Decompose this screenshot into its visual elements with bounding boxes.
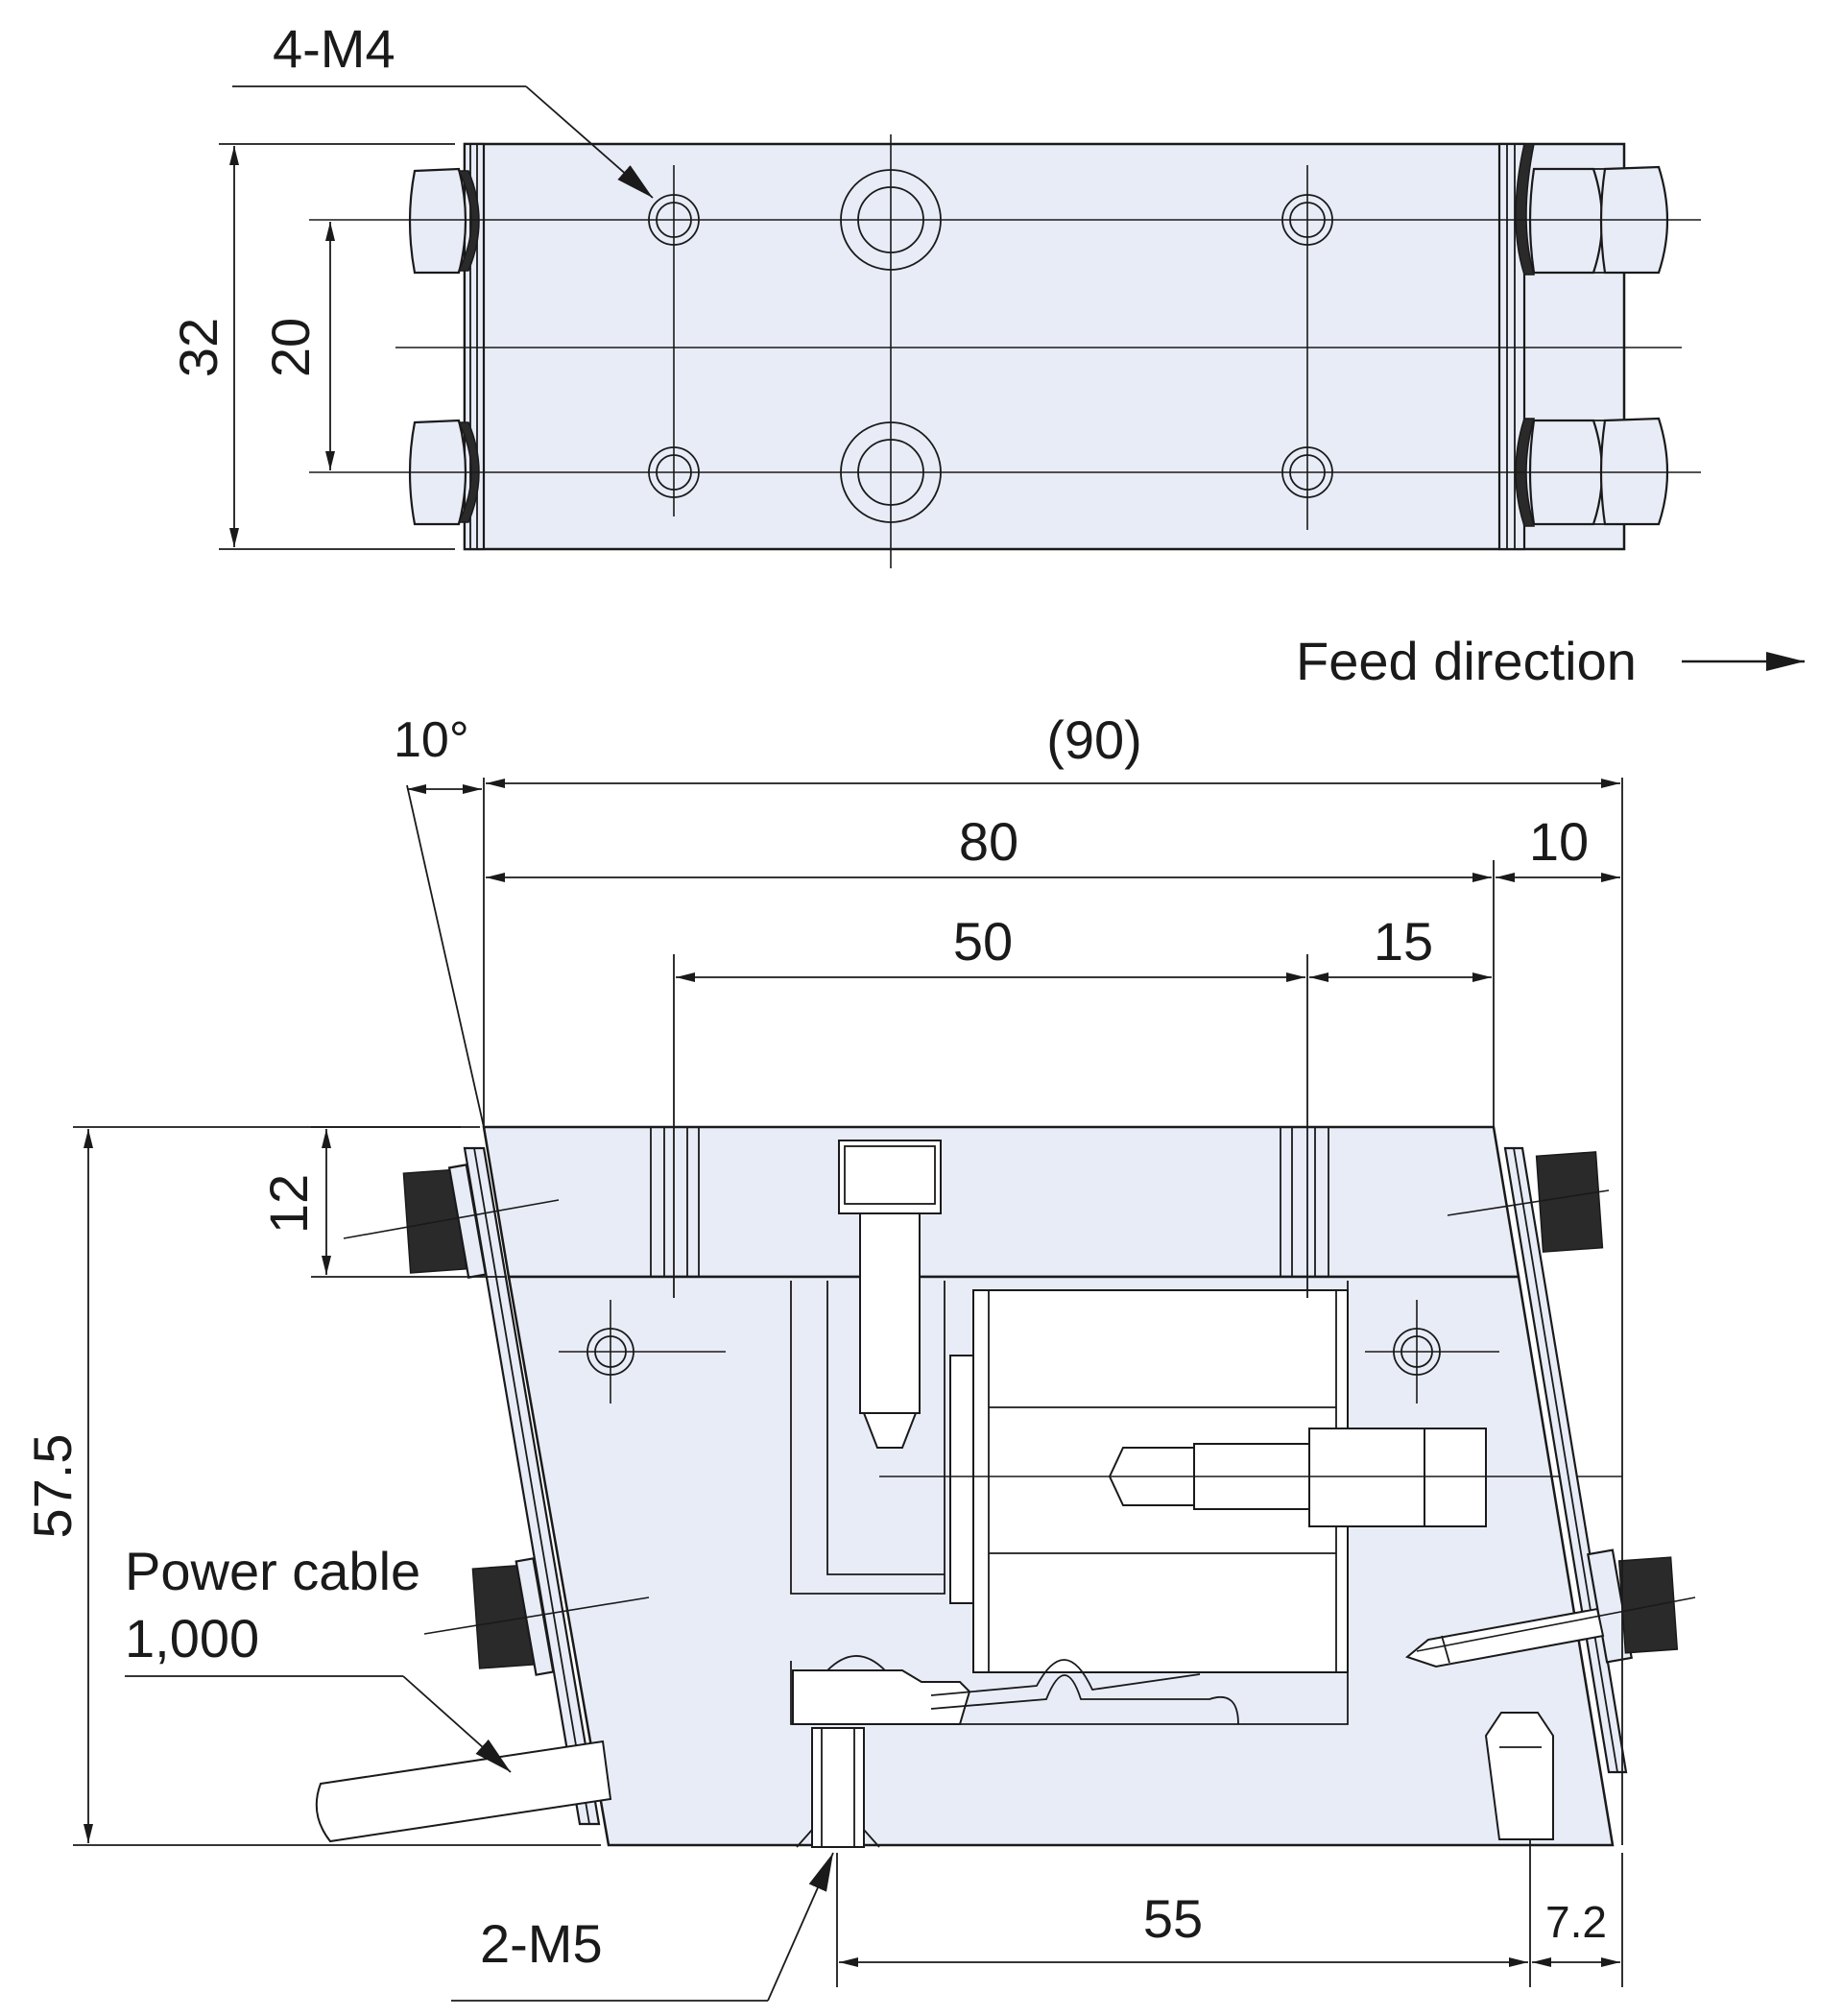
bottom-offset-label: 7.2 — [1545, 1897, 1607, 1947]
bottom-pitch-label: 55 — [1143, 1888, 1203, 1949]
width-dimension: 32 20 — [168, 143, 455, 550]
hole-icon — [1281, 194, 1333, 246]
length-end-label: 10 — [1529, 811, 1589, 872]
side-top-plate — [482, 1125, 1520, 1279]
side-view: Power cable 1,000 2-M5 — [125, 1125, 1696, 2002]
height-label: 57.5 — [22, 1434, 83, 1539]
thread-leader-bottom: 2-M5 — [451, 1852, 834, 2002]
angle-label: 10° — [394, 712, 469, 768]
cable-length-label: 1,000 — [125, 1608, 259, 1668]
top-body — [463, 142, 1626, 551]
hole-pitch-label: 50 — [953, 911, 1013, 972]
adjuster-screw — [1404, 1607, 1605, 1668]
cap-screw-head — [838, 1140, 942, 1214]
feed-direction-label: Feed direction — [1296, 631, 1637, 691]
hole-icon — [840, 421, 942, 523]
top-thickness-label: 12 — [258, 1174, 319, 1234]
feed-direction: Feed direction — [1296, 631, 1805, 691]
thread-leader-top: 4-M4 — [232, 18, 654, 199]
knob-icon — [408, 167, 480, 275]
hole-icon — [840, 169, 942, 271]
power-cable-label: Power cable — [125, 1541, 420, 1601]
top-thread-label: 4-M4 — [273, 18, 395, 79]
knob-icon — [1535, 1151, 1604, 1253]
hole-offset-label: 15 — [1374, 911, 1433, 972]
dim-width-outer-label: 32 — [168, 318, 228, 377]
hole-icon — [1281, 446, 1333, 498]
side-dimensions: 10° (90) 80 10 50 15 12 57.5 55 7.2 — [22, 709, 1623, 1987]
bottom-thread-label: 2-M5 — [480, 1913, 603, 1974]
hole-icon — [648, 194, 700, 246]
power-cable — [315, 1740, 612, 1843]
hole-icon — [648, 446, 700, 498]
cable-leader: Power cable 1,000 — [125, 1541, 512, 1773]
bottom-screw — [811, 1727, 865, 1848]
length-body-label: 80 — [959, 811, 1018, 872]
cable-clamp — [792, 1669, 971, 1725]
guide-pin — [1484, 1712, 1554, 1840]
dim-width-inner-label: 20 — [260, 318, 321, 377]
cap-screw-shank — [859, 1212, 921, 1414]
overall-length-label: (90) — [1046, 709, 1142, 770]
knob-icon — [1587, 1548, 1679, 1664]
top-view: 4-M4 32 20 — [168, 18, 1701, 568]
knob-icon — [402, 1164, 488, 1279]
